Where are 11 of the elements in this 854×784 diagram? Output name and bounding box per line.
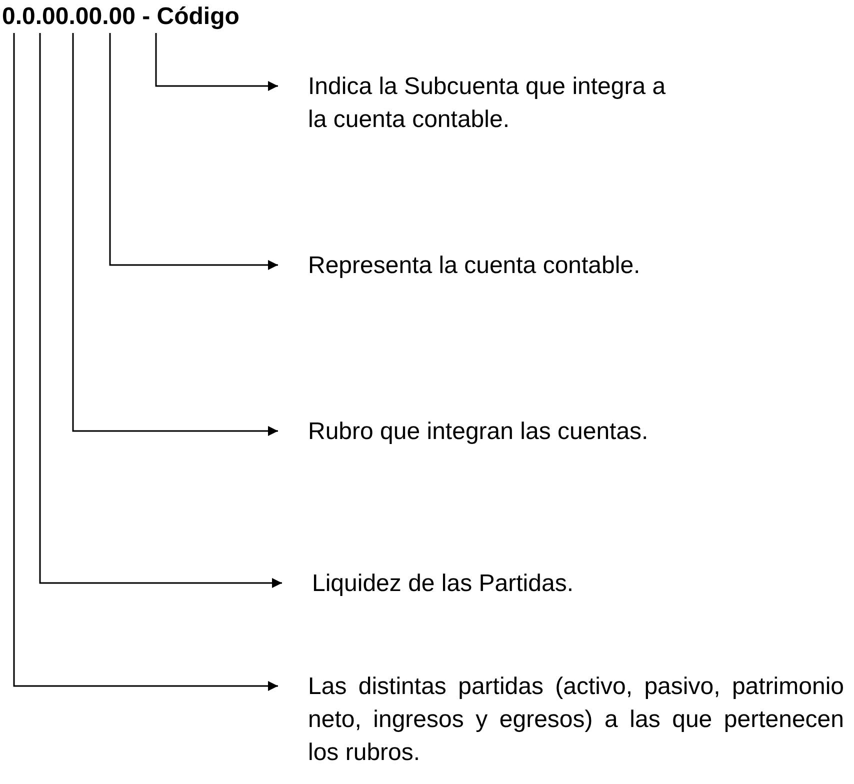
description-text: Rubro que integran las cuentas. bbox=[308, 415, 648, 448]
code-label: 0.0.00.00.00 - Código bbox=[2, 0, 240, 33]
description-text: Liquidez de las Partidas. bbox=[312, 567, 574, 600]
description-text: Representa la cuenta contable. bbox=[308, 249, 640, 282]
leader-line bbox=[109, 33, 278, 270]
description-text: Las distintas partidas (activo, pasivo, patrimonio neto, ingresos y egresos) a las que pertenecen los rubros. bbox=[308, 670, 844, 769]
description-text: Indica la Subcuenta que integra a la cuenta contable. bbox=[308, 70, 668, 136]
leader-line bbox=[155, 33, 278, 91]
leader-line bbox=[13, 33, 278, 691]
leader-line bbox=[72, 33, 278, 436]
leader-line bbox=[39, 33, 282, 588]
